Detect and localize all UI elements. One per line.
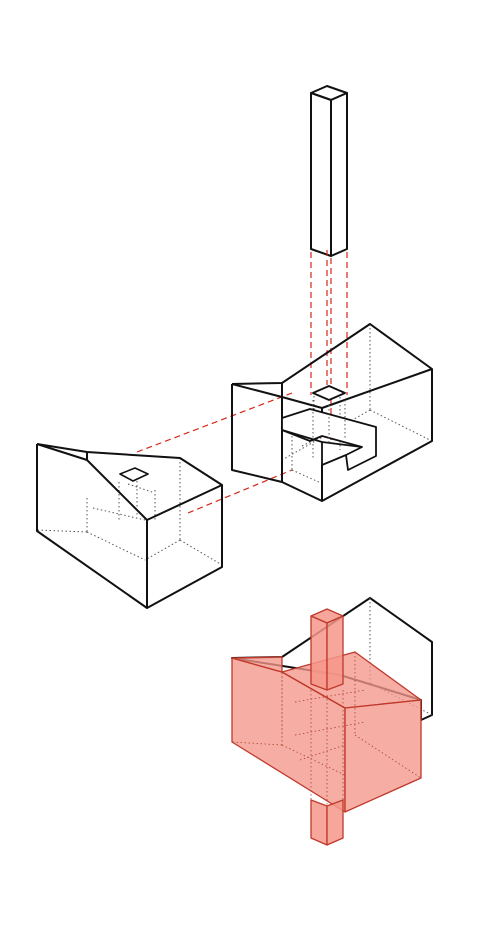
assembled-column-lower-right	[326, 799, 344, 846]
column-left-face	[310, 92, 332, 257]
assembled-column-upper-right	[326, 615, 344, 691]
assembled-column-upper-left	[310, 615, 328, 691]
upper-block	[231, 323, 433, 502]
assembled-volume	[231, 597, 433, 846]
alignment-guides	[136, 250, 348, 514]
lower-block	[36, 443, 223, 609]
lower-block-key	[119, 467, 149, 482]
upper-block-outline	[231, 323, 433, 502]
assembled-notch	[231, 656, 283, 673]
lower-block-outline	[36, 443, 223, 609]
lower-block-hidden-edges	[36, 458, 223, 566]
guide-block-upper	[136, 392, 293, 453]
assembled-column-lower-left	[310, 799, 328, 846]
column	[310, 85, 348, 257]
assembled-column	[310, 608, 344, 846]
upper-block-socket	[281, 385, 377, 471]
upper-block-top-hole	[312, 385, 346, 401]
assembled-right-face	[344, 699, 422, 813]
column-right-face	[330, 92, 348, 257]
guide-block-lower	[187, 469, 293, 514]
